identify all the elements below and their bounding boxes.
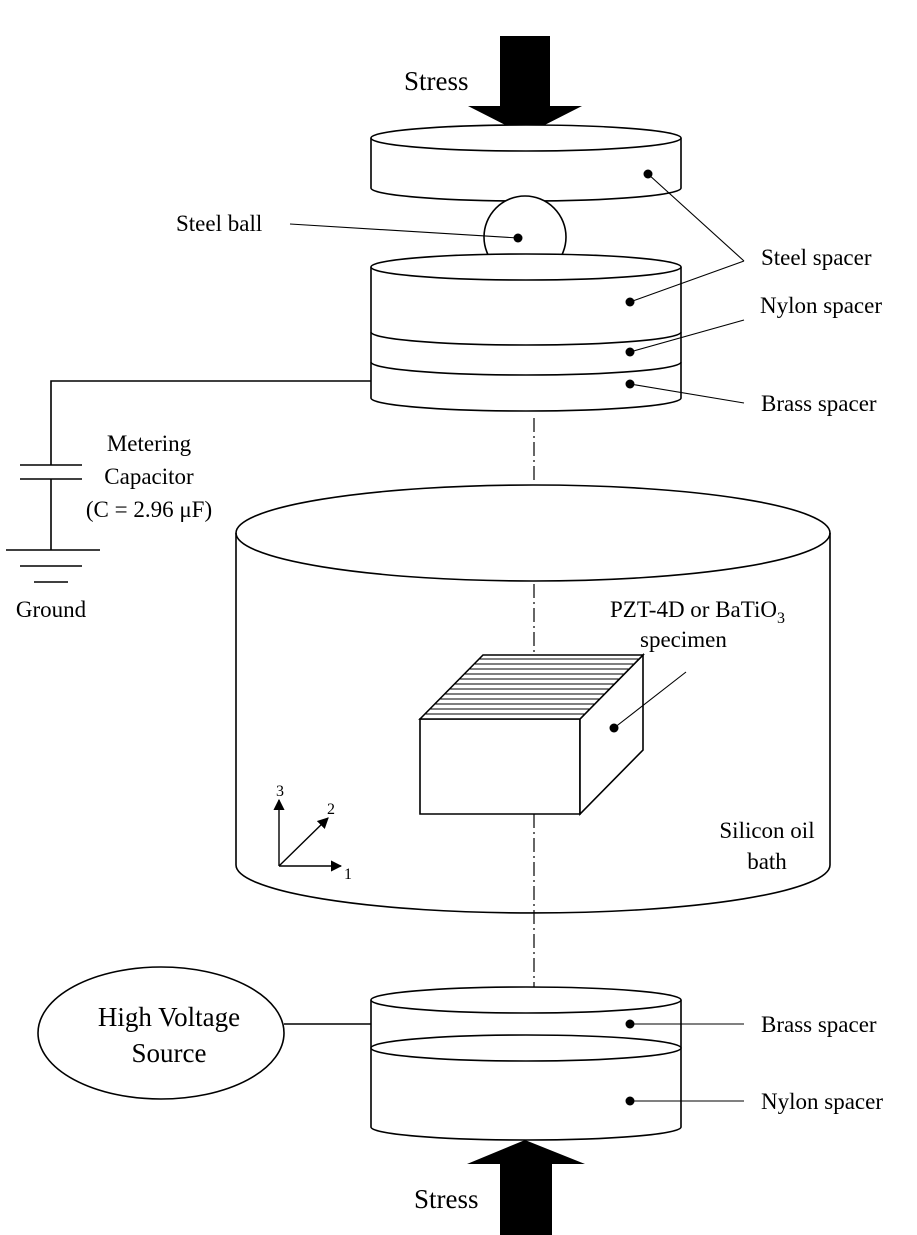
specimen-label-line1: PZT-4D or BaTiO3 (610, 597, 785, 627)
high-voltage-label-line1: High Voltage (98, 1002, 240, 1032)
capacitor-label-line1: Metering (107, 431, 192, 456)
leader-dots (513, 169, 653, 1106)
oil-bath-label-line1: Silicon oil (719, 818, 814, 843)
stress-label-bottom: Stress (414, 1184, 479, 1214)
specimen-label-line2: specimen (640, 627, 727, 652)
steel-ball-label: Steel ball (176, 211, 262, 236)
brass-spacer-top-label: Brass spacer (761, 391, 877, 416)
specimen-label-prefix: PZT-4D or BaTiO (610, 597, 777, 622)
spacer-stack-bottom (370, 986, 682, 1141)
steel-spacer-top (370, 124, 682, 202)
spacer-stack-top (370, 253, 682, 412)
capacitor-label-line3: (C = 2.96 μF) (86, 497, 212, 522)
axis-label-2: 2 (327, 801, 335, 818)
silicon-oil-bath (235, 484, 831, 914)
capacitor-circuit (6, 380, 371, 583)
nylon-spacer-bottom-label: Nylon spacer (761, 1089, 883, 1114)
nylon-spacer-top-label: Nylon spacer (760, 293, 882, 318)
stress-label-top: Stress (404, 66, 469, 96)
axis-label-3: 3 (276, 783, 284, 800)
coordinate-axes (273, 798, 343, 872)
specimen-electrode-stripes (425, 658, 639, 715)
brass-spacer-bottom-label: Brass spacer (761, 1012, 877, 1037)
ground-label: Ground (16, 597, 87, 622)
steel-spacer-label: Steel spacer (761, 245, 872, 270)
specimen-block (418, 653, 645, 816)
specimen-label-subscript: 3 (777, 610, 785, 627)
stress-arrow-top (468, 36, 582, 135)
high-voltage-label-line2: Source (132, 1038, 207, 1068)
capacitor-label-line2: Capacitor (104, 464, 194, 489)
leader-lines (289, 173, 745, 1102)
stress-arrow-bottom (467, 1140, 585, 1235)
high-voltage-source (37, 966, 285, 1100)
oil-bath-label-line2: bath (747, 849, 787, 874)
axis-label-1: 1 (344, 866, 352, 883)
